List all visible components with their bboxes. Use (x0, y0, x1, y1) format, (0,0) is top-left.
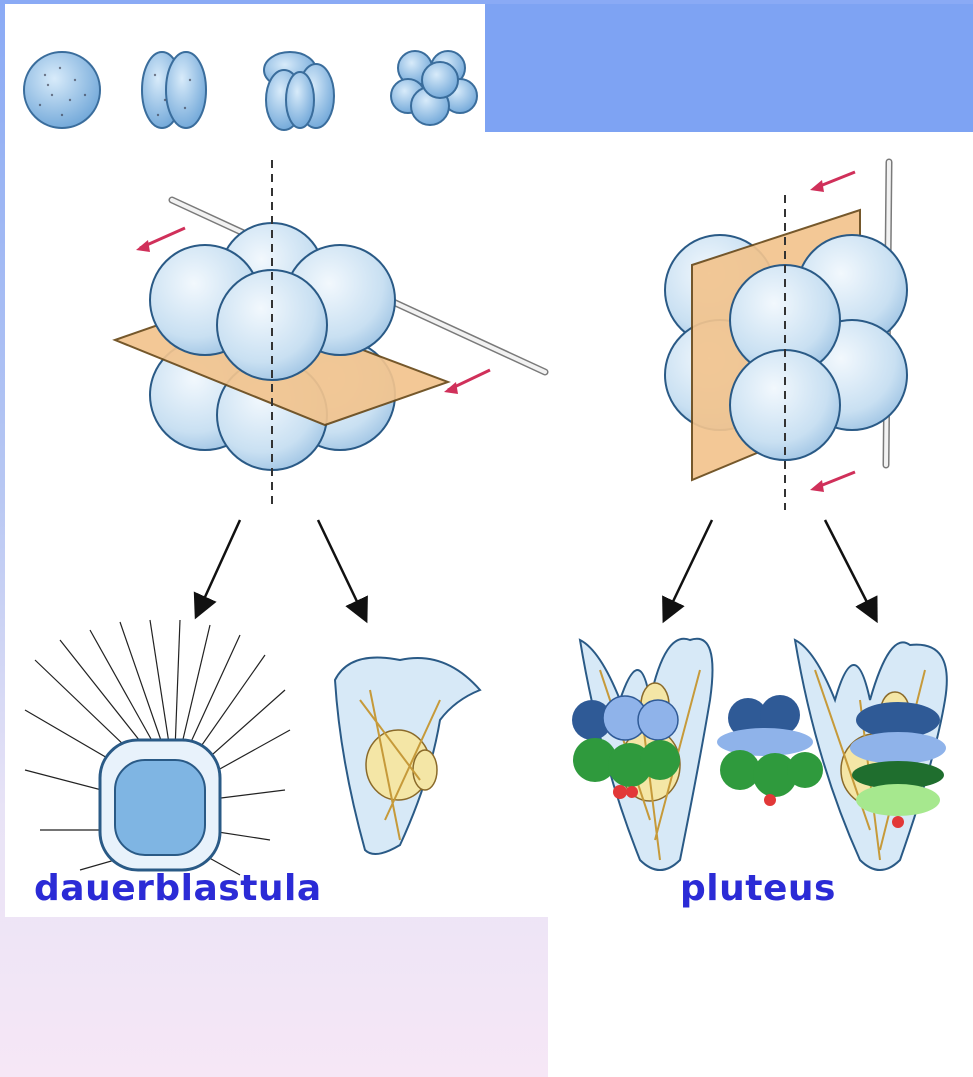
stage-2-cell (142, 52, 206, 128)
embryo-stage-b (717, 695, 823, 806)
pluteus-larva-a (335, 658, 480, 855)
dauerblastula-larva (25, 620, 290, 875)
meridional-cut-cluster (665, 162, 907, 510)
division-arrows (200, 520, 872, 612)
stage-4-cell (264, 52, 334, 130)
stage-1-cell (24, 52, 100, 128)
dauerblastula-label: dauerblastula (34, 868, 322, 909)
equatorial-cut-cluster (115, 160, 545, 510)
stage-8-cell (391, 51, 477, 125)
pluteus-label: pluteus (680, 868, 836, 909)
